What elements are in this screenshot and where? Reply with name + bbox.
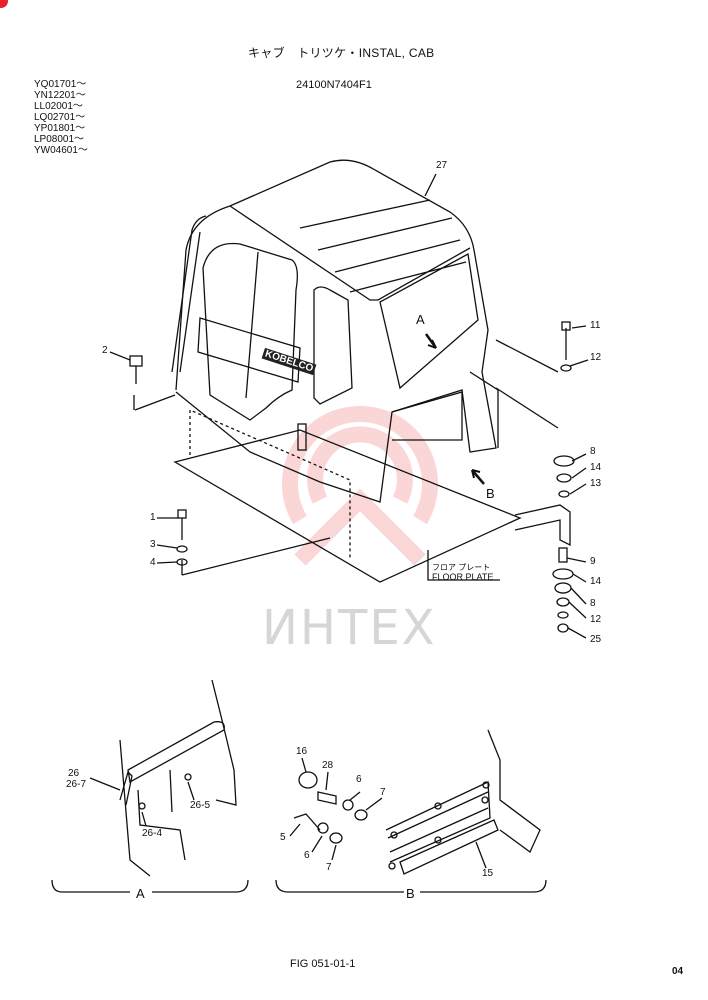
detail-a-label: A [136, 886, 145, 901]
diagram-title: キャブ トリツケ・INSTAL, CAB [248, 46, 435, 60]
serial-item: LQ02701～ [34, 112, 86, 123]
callout-26: 26 [68, 768, 80, 779]
callout-7: 7 [380, 787, 386, 798]
corner-mark [0, 0, 8, 8]
callout-27: 27 [436, 160, 448, 171]
callout-9: 9 [590, 556, 596, 567]
handrail [171, 215, 207, 373]
serial-item: LL02001～ [34, 101, 83, 112]
view-b-label: B [486, 486, 495, 501]
serial-item: YW04601～ [34, 145, 88, 156]
callout-15: 15 [482, 868, 494, 879]
callout-25: 25 [590, 634, 602, 645]
callout-3: 3 [150, 539, 156, 550]
watermark-logo [282, 406, 438, 566]
callout-26-7: 26-7 [66, 779, 87, 790]
figure-number: FIG 051-01-1 [290, 958, 356, 970]
callout-26-4: 26-4 [142, 828, 163, 839]
door-window [202, 242, 298, 421]
view-a-label: A [416, 312, 425, 327]
callout-12: 12 [590, 614, 602, 625]
page-number: 04 [672, 966, 684, 977]
serial-list: YQ01701～ YN12201～ LL02001～ LQ02701～ YP01… [34, 79, 88, 156]
callout-8: 8 [590, 446, 596, 457]
detail-a [51, 679, 249, 893]
floor-plate-en: FLOOR PLATE [432, 572, 494, 582]
callout-14: 14 [590, 576, 602, 587]
callout-13: 13 [590, 478, 602, 489]
part-number: 24100N7404F1 [296, 79, 372, 91]
callout-6: 6 [356, 774, 362, 785]
callout-6: 6 [304, 850, 310, 861]
callout-4: 4 [150, 557, 156, 568]
side-window [313, 286, 353, 405]
serial-item: YQ01701～ [34, 79, 87, 90]
callout-8: 8 [590, 598, 596, 609]
floor-plate-jp: フロア プレート [432, 563, 491, 572]
callout-26-5: 26-5 [190, 800, 211, 811]
cab-body [175, 159, 497, 503]
callout-5: 5 [280, 832, 286, 843]
view-b-arrow [471, 469, 485, 485]
detail-b [275, 729, 547, 893]
front-window [379, 252, 479, 390]
watermark-text: ИНТЕХ [262, 600, 437, 656]
callout-11: 11 [590, 320, 601, 331]
callout-2: 2 [102, 345, 108, 356]
serial-item: YN12201～ [34, 90, 86, 101]
callout-12: 12 [590, 352, 602, 363]
detail-b-label: B [406, 886, 415, 901]
callout-14: 14 [590, 462, 602, 473]
callout-7: 7 [326, 862, 332, 873]
callout-28: 28 [322, 760, 334, 771]
callout-1: 1 [150, 512, 156, 523]
callout-16: 16 [296, 746, 308, 757]
serial-item: LP08001～ [34, 134, 85, 145]
serial-item: YP01801～ [34, 123, 86, 134]
